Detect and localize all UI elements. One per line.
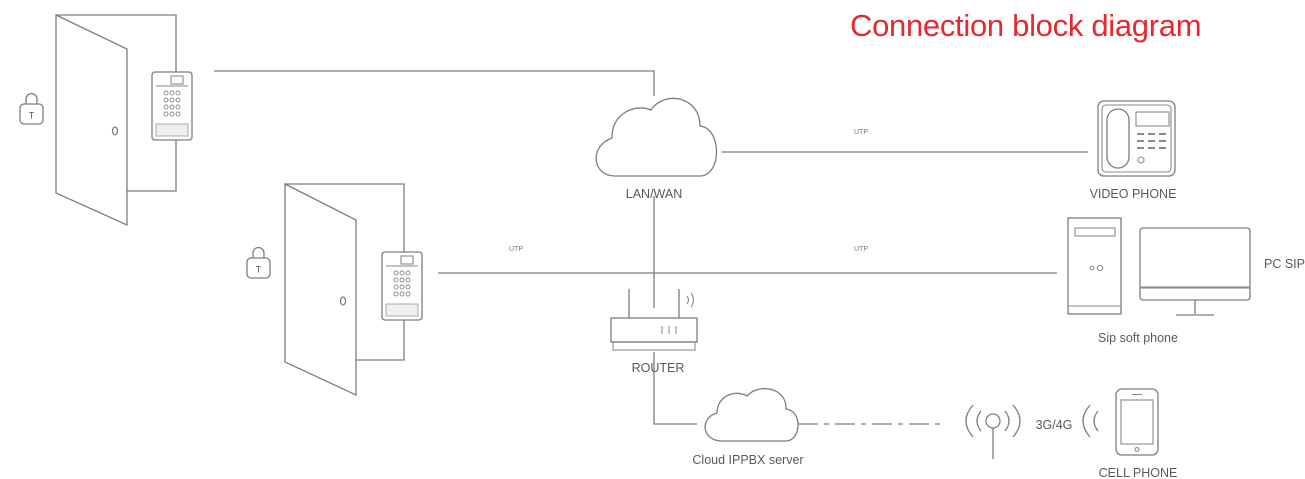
- power-led: [1089, 265, 1095, 271]
- door-leaf: [284, 182, 357, 397]
- phone-home-button: [1134, 446, 1140, 453]
- cell-tower: 3G/4G: [965, 404, 1099, 459]
- monitor: [1139, 227, 1251, 301]
- pc-sip-label: PC SIP: [1264, 257, 1305, 271]
- phone-screen: [1120, 399, 1154, 445]
- router-leds: [661, 326, 677, 334]
- router-body: [610, 317, 698, 343]
- lock-label: T: [256, 265, 262, 275]
- cell-phone-label: CELL PHONE: [1099, 466, 1178, 479]
- cloud-icon: [595, 97, 718, 177]
- intercom-body: [151, 71, 193, 141]
- lan-wan-label: LAN/WAN: [626, 187, 683, 201]
- door-2: [284, 182, 423, 397]
- videophone-button: [1137, 156, 1145, 164]
- lock-icon-2: T: [246, 246, 271, 279]
- phone-body: [1115, 388, 1159, 456]
- lock-label: T: [29, 111, 35, 121]
- intercom-body: [381, 251, 423, 321]
- videophone-keypad: [1137, 133, 1166, 149]
- keypad: [163, 90, 181, 117]
- door1-to-lan-line: [214, 70, 655, 96]
- pc-sip: PC SIP Sip soft phone: [1067, 217, 1305, 345]
- lock-icon-1: T: [19, 92, 44, 125]
- diagram-title: Connection block diagram: [850, 8, 1202, 43]
- intercom-panel-1: [151, 71, 193, 141]
- cloud-icon: [704, 388, 799, 442]
- mobile-network-label: 3G/4G: [1036, 418, 1073, 432]
- lan-wan-cloud: LAN/WAN: [595, 97, 718, 201]
- keypad: [393, 270, 411, 297]
- card-reader-icon: [400, 255, 414, 265]
- sip-soft-phone-label: Sip soft phone: [1098, 331, 1178, 345]
- phone-signal-icon: [1082, 404, 1099, 438]
- cell-phone: CELL PHONE: [1099, 388, 1178, 479]
- wifi-signal-icon: [686, 292, 695, 308]
- router-label: ROUTER: [632, 361, 685, 375]
- door-handle: [111, 126, 119, 136]
- utp-label-videophone: UTP: [854, 129, 868, 136]
- antenna-head: [985, 413, 1001, 429]
- connection-lines: [214, 70, 1088, 425]
- cloud-ippbx-label: Cloud IPPBX server: [692, 453, 803, 467]
- utp-label-pc: UTP: [854, 246, 868, 253]
- utp-label-door2: UTP: [509, 246, 523, 253]
- router-base: [612, 341, 696, 351]
- radio-waves-icon: [965, 404, 1021, 438]
- door-handle: [339, 296, 347, 306]
- speaker-grille: [155, 123, 189, 137]
- card-reader-icon: [170, 75, 184, 85]
- intercom-panel-2: [381, 251, 423, 321]
- door-leaf: [55, 13, 128, 227]
- video-phone-label: VIDEO PHONE: [1090, 187, 1177, 201]
- door-frame-bottom: [127, 140, 177, 192]
- power-button: [1096, 264, 1104, 272]
- door-1: [55, 13, 193, 227]
- door-frame-top: [285, 183, 405, 252]
- cloud-ippbx: Cloud IPPBX server: [692, 388, 804, 467]
- door-frame-bottom: [356, 320, 405, 361]
- speaker-grille: [385, 303, 419, 317]
- router-to-cloud-line: [653, 352, 697, 425]
- video-phone: VIDEO PHONE: [1090, 100, 1177, 201]
- disk-drive: [1074, 227, 1116, 237]
- pc-tower: [1067, 217, 1122, 315]
- videophone-screen: [1135, 111, 1170, 127]
- door-frame-top: [56, 14, 177, 72]
- handset: [1106, 108, 1130, 169]
- router: ROUTER: [610, 289, 698, 375]
